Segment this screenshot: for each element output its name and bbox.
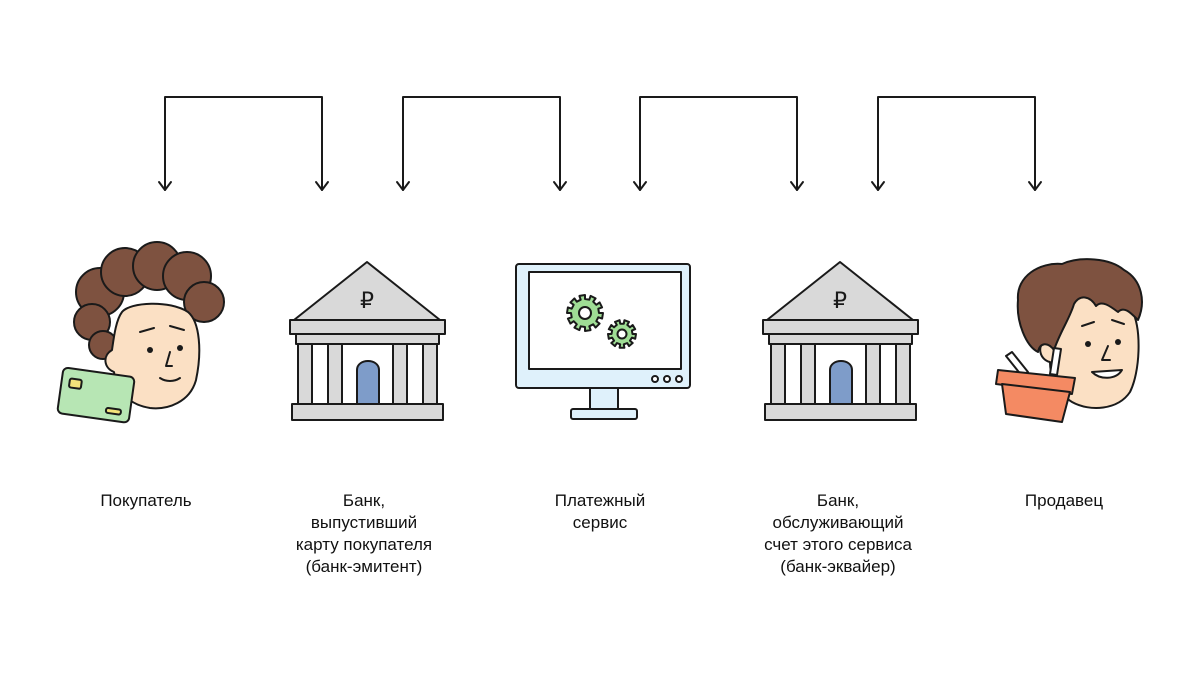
bank-building-icon-issuer: ₽ <box>289 261 446 421</box>
node-label-seller: Продавец <box>1024 491 1104 510</box>
connector-arrows <box>158 96 1042 191</box>
ruble-sign-icon: ₽ <box>833 289 847 314</box>
bank-building-icon-acquirer: ₽ <box>762 261 919 421</box>
computer-monitor-gears-icon <box>515 263 691 420</box>
arrow-issuer-service <box>396 96 567 191</box>
ruble-sign-icon: ₽ <box>360 289 374 314</box>
gear-icon-small <box>607 319 637 349</box>
node-label-acquirer-bank: Банк, обслуживающий счет этого сервиса (… <box>764 491 912 576</box>
node-label-buyer: Покупатель <box>100 491 192 510</box>
node-label-payment-service: Платежный сервис <box>554 491 646 532</box>
node-label-issuer-bank: Банк, выпустивший карту покупателя (банк… <box>295 491 433 576</box>
arrow-service-acquirer <box>633 96 804 191</box>
buyer-face-with-card-icon <box>56 241 225 424</box>
seller-face-with-basket-icon <box>995 258 1143 423</box>
arrow-acquirer-seller <box>871 96 1042 191</box>
shopping-basket-icon <box>995 347 1076 423</box>
credit-card-icon <box>56 366 136 424</box>
arrow-buyer-issuer <box>158 96 329 191</box>
gear-icon-large <box>566 294 604 332</box>
